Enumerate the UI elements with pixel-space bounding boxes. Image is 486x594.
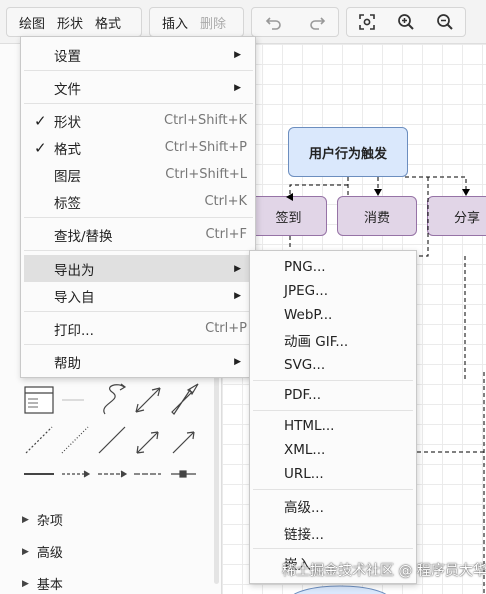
menu-item-print-label: 打印... — [54, 322, 94, 339]
export-jpeg[interactable]: JPEG... — [284, 283, 328, 299]
shortcut-format: Ctrl+Shift+P — [164, 140, 247, 155]
section-misc[interactable]: ▶ 杂项 — [22, 510, 63, 529]
export-png[interactable]: PNG... — [284, 259, 326, 275]
menu-item-format-label: 格式 — [54, 141, 81, 158]
menu-item-shape[interactable]: ✓ 形状 Ctrl+Shift+K — [24, 107, 253, 134]
chevron-right-icon: ▶ — [234, 49, 241, 60]
expand-arrow-icon: ▶ — [22, 514, 29, 525]
shape-palette — [24, 383, 199, 478]
shape-toggle-button[interactable]: 形状 — [57, 16, 84, 32]
menu-item-import-label: 导入自 — [54, 289, 95, 306]
export-embed-label: 嵌入 — [284, 557, 311, 573]
node-share[interactable]: 分享 — [427, 196, 486, 236]
menu-separator — [253, 410, 413, 411]
node-user-trigger[interactable]: 用户行为触发 — [288, 127, 408, 177]
menu-item-help[interactable]: 帮助 ▶ — [24, 348, 253, 375]
menu-item-import[interactable]: 导入自 ▶ — [24, 282, 253, 309]
menu-item-tags-label: 标签 — [54, 195, 81, 212]
checkmark-icon: ✓ — [34, 111, 47, 130]
section-basic[interactable]: ▶ 基本 — [22, 574, 63, 593]
menu-item-settings[interactable]: 设置 ▶ — [24, 41, 253, 68]
chevron-right-icon: ▶ — [234, 263, 241, 274]
menu-item-file[interactable]: 文件 ▶ — [24, 74, 253, 101]
export-advanced[interactable]: 高级... — [284, 500, 324, 516]
chevron-right-icon: ▶ — [234, 82, 241, 93]
menu-item-layers[interactable]: 图层 Ctrl+Shift+L — [24, 161, 253, 188]
fit-page-icon[interactable] — [353, 8, 381, 36]
shortcut-find: Ctrl+F — [205, 227, 247, 242]
shortcut-shape: Ctrl+Shift+K — [164, 113, 247, 128]
diagram-button[interactable]: 绘图 — [19, 16, 46, 32]
menu-item-print[interactable]: 打印... Ctrl+P — [24, 315, 253, 342]
insert-group: 插入 删除 — [149, 7, 244, 37]
menu-item-layers-label: 图层 — [54, 168, 81, 185]
delete-button[interactable]: 删除 — [200, 16, 227, 32]
menu-separator — [24, 311, 253, 312]
zoom-in-icon[interactable] — [392, 8, 420, 36]
view-group: 绘图 形状 格式 — [6, 7, 142, 37]
export-link[interactable]: 链接... — [284, 527, 324, 543]
menu-item-export-label: 导出为 — [54, 262, 95, 279]
section-basic-label: 基本 — [36, 578, 63, 593]
menu-item-find-replace[interactable]: 查找/替换 Ctrl+F — [24, 221, 253, 248]
format-toggle-button[interactable]: 格式 — [95, 16, 122, 32]
export-embed[interactable]: 嵌入 — [253, 551, 413, 575]
menu-separator — [253, 548, 413, 549]
menu-item-file-label: 文件 — [54, 81, 81, 98]
export-svg[interactable]: SVG... — [284, 357, 326, 373]
export-url[interactable]: URL... — [284, 466, 324, 482]
menu-item-export[interactable]: 导出为 ▶ — [24, 255, 253, 282]
chevron-right-icon: ▶ — [234, 356, 241, 367]
history-group — [251, 7, 339, 37]
zoom-out-icon[interactable] — [431, 8, 459, 36]
menu-separator — [253, 489, 413, 490]
export-html[interactable]: HTML... — [284, 418, 335, 434]
redo-icon[interactable] — [303, 8, 331, 36]
diagram-menu: 设置 ▶ 文件 ▶ ✓ 形状 Ctrl+Shift+K ✓ 格式 Ctrl+Sh… — [20, 36, 256, 378]
expand-arrow-icon: ▶ — [22, 578, 29, 589]
export-gif[interactable]: 动画 GIF... — [284, 334, 349, 350]
menu-separator — [24, 217, 253, 218]
menu-item-help-label: 帮助 — [54, 355, 81, 372]
shortcut-print: Ctrl+P — [205, 321, 247, 336]
undo-icon[interactable] — [260, 8, 288, 36]
export-webp[interactable]: WebP... — [284, 307, 333, 323]
shortcut-layers: Ctrl+Shift+L — [165, 167, 247, 182]
section-misc-label: 杂项 — [36, 514, 63, 529]
node-checkin[interactable]: 签到 — [250, 196, 327, 236]
menu-separator — [24, 70, 253, 71]
watermark: 稀土掘金技术社区 @ 程序员大华 — [282, 563, 486, 579]
menu-item-tags[interactable]: 标签 Ctrl+K — [24, 188, 253, 215]
menu-separator — [24, 344, 253, 345]
section-advanced[interactable]: ▶ 高级 — [22, 542, 63, 561]
export-pdf[interactable]: PDF... — [284, 387, 322, 403]
menu-separator — [24, 250, 253, 251]
chevron-right-icon: ▶ — [234, 290, 241, 301]
section-advanced-label: 高级 — [36, 546, 63, 561]
menu-item-settings-label: 设置 — [54, 48, 81, 65]
node-consume[interactable]: 消费 — [337, 196, 417, 236]
export-submenu: PNG... JPEG... WebP... 动画 GIF... SVG... … — [249, 250, 417, 584]
expand-arrow-icon: ▶ — [22, 546, 29, 557]
insert-button[interactable]: 插入 — [162, 16, 189, 32]
toolbar: 绘图 形状 格式 插入 删除 — [0, 0, 486, 44]
menu-item-shape-label: 形状 — [54, 114, 81, 131]
menu-item-find-label: 查找/替换 — [54, 228, 113, 245]
export-xml[interactable]: XML... — [284, 442, 326, 458]
zoom-group — [346, 7, 466, 37]
shortcut-tags: Ctrl+K — [204, 194, 247, 209]
menu-item-format[interactable]: ✓ 格式 Ctrl+Shift+P — [24, 134, 253, 161]
checkmark-icon: ✓ — [34, 138, 47, 157]
menu-separator — [253, 380, 413, 381]
menu-separator — [24, 103, 253, 104]
